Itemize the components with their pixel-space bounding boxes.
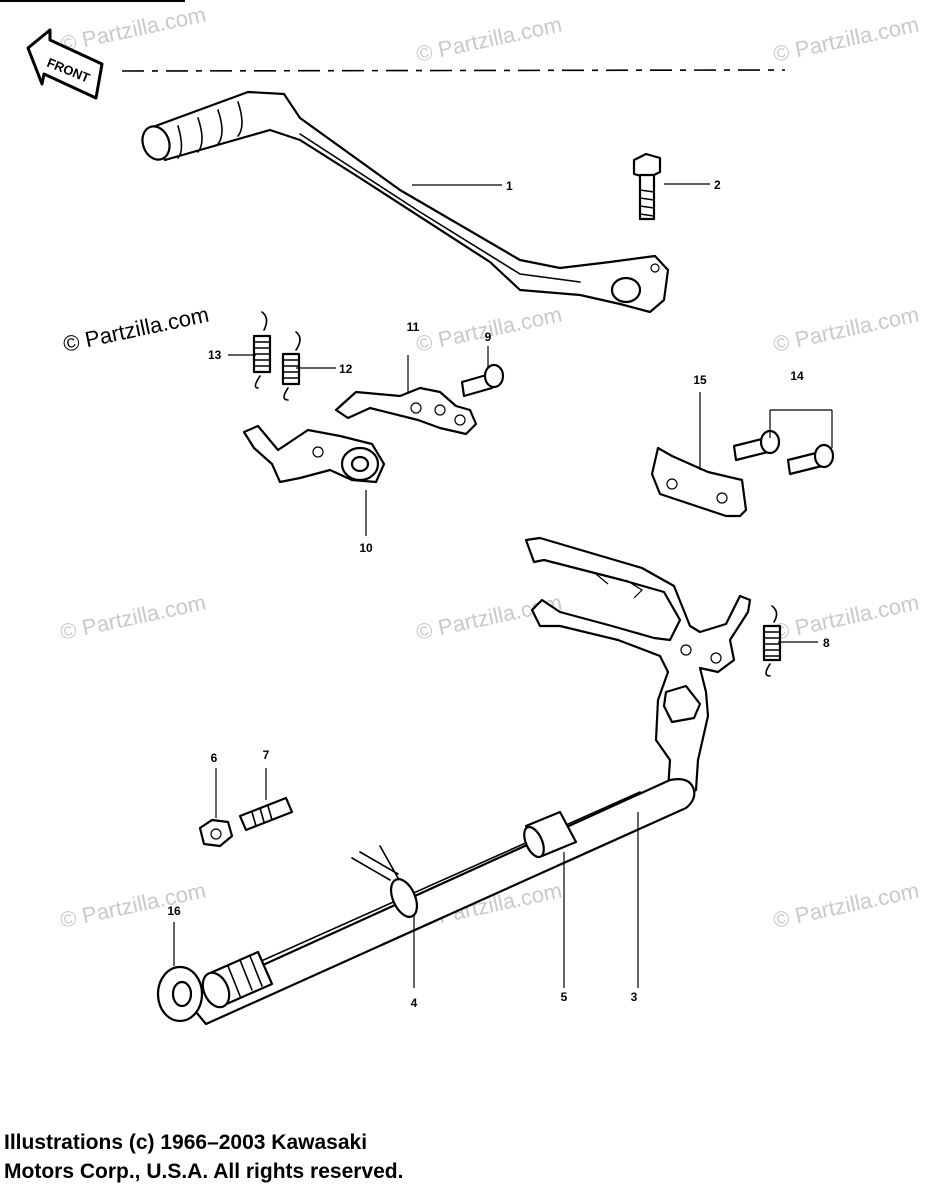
- callout-10: 10: [359, 541, 373, 555]
- watermark-2: © Partzilla.com: [414, 12, 564, 67]
- part-8-spring: [762, 605, 782, 677]
- reference-line: [121, 69, 786, 72]
- part-7-stud: [238, 796, 294, 832]
- watermark-1: © Partzilla.com: [58, 2, 208, 57]
- part-10-arm: [242, 424, 386, 484]
- watermark-8: © Partzilla.com: [771, 590, 921, 645]
- callout-16: 16: [167, 904, 181, 918]
- callout-9: 9: [485, 330, 492, 344]
- copyright-line-2: Motors Corp., U.S.A. All rights reserved…: [4, 1160, 404, 1183]
- watermark-11: © Partzilla.com: [771, 878, 921, 933]
- callout-labels: 1 2 3 4 5 6 7 8 9 10 11 12 13 14 15 16: [167, 178, 830, 1010]
- front-arrow-icon: [26, 28, 104, 100]
- callout-14: 14: [790, 369, 804, 383]
- part-9-bolt: [460, 363, 505, 398]
- part-1-shift-pedal: [141, 90, 670, 314]
- watermark-6: © Partzilla.com: [58, 590, 208, 645]
- part-16-washer: [156, 965, 204, 1023]
- callout-5: 5: [561, 990, 568, 1004]
- parts-diagram: © Partzilla.com © Partzilla.com © Partzi…: [0, 0, 921, 1026]
- copyright-notice: Illustrations (c) 1966–2003 Kawasaki Mot…: [4, 1128, 403, 1186]
- callout-1: 1: [506, 179, 513, 193]
- copyright-line-1: Illustrations (c) 1966–2003 Kawasaki: [4, 1131, 368, 1154]
- callout-12: 12: [339, 362, 353, 376]
- watermark-9: © Partzilla.com: [58, 878, 208, 933]
- part-6-nut: [198, 818, 234, 848]
- part-5-collar: [523, 810, 578, 859]
- callout-15: 15: [693, 373, 707, 387]
- leader-lines: [173, 183, 833, 988]
- callout-6: 6: [211, 751, 218, 765]
- callout-8: 8: [823, 636, 830, 650]
- part-4-clip: [351, 845, 419, 918]
- watermark-5: © Partzilla.com: [771, 302, 921, 357]
- part-13-spring: [252, 311, 272, 389]
- watermark-3: © Partzilla.com: [771, 12, 921, 67]
- part-15-plate: [650, 446, 748, 518]
- watermark-dark: © Partzilla.com: [61, 302, 211, 357]
- callout-11: 11: [407, 320, 420, 334]
- part-2-bolt: [632, 152, 662, 221]
- part-11-link-arm: [334, 386, 478, 436]
- callout-4: 4: [411, 996, 418, 1010]
- part-12-spring: [281, 331, 301, 401]
- callout-7: 7: [263, 748, 270, 762]
- callout-3: 3: [631, 990, 638, 1004]
- part-14-bolts: [732, 429, 835, 476]
- callout-13: 13: [208, 348, 222, 362]
- callout-2: 2: [714, 178, 721, 192]
